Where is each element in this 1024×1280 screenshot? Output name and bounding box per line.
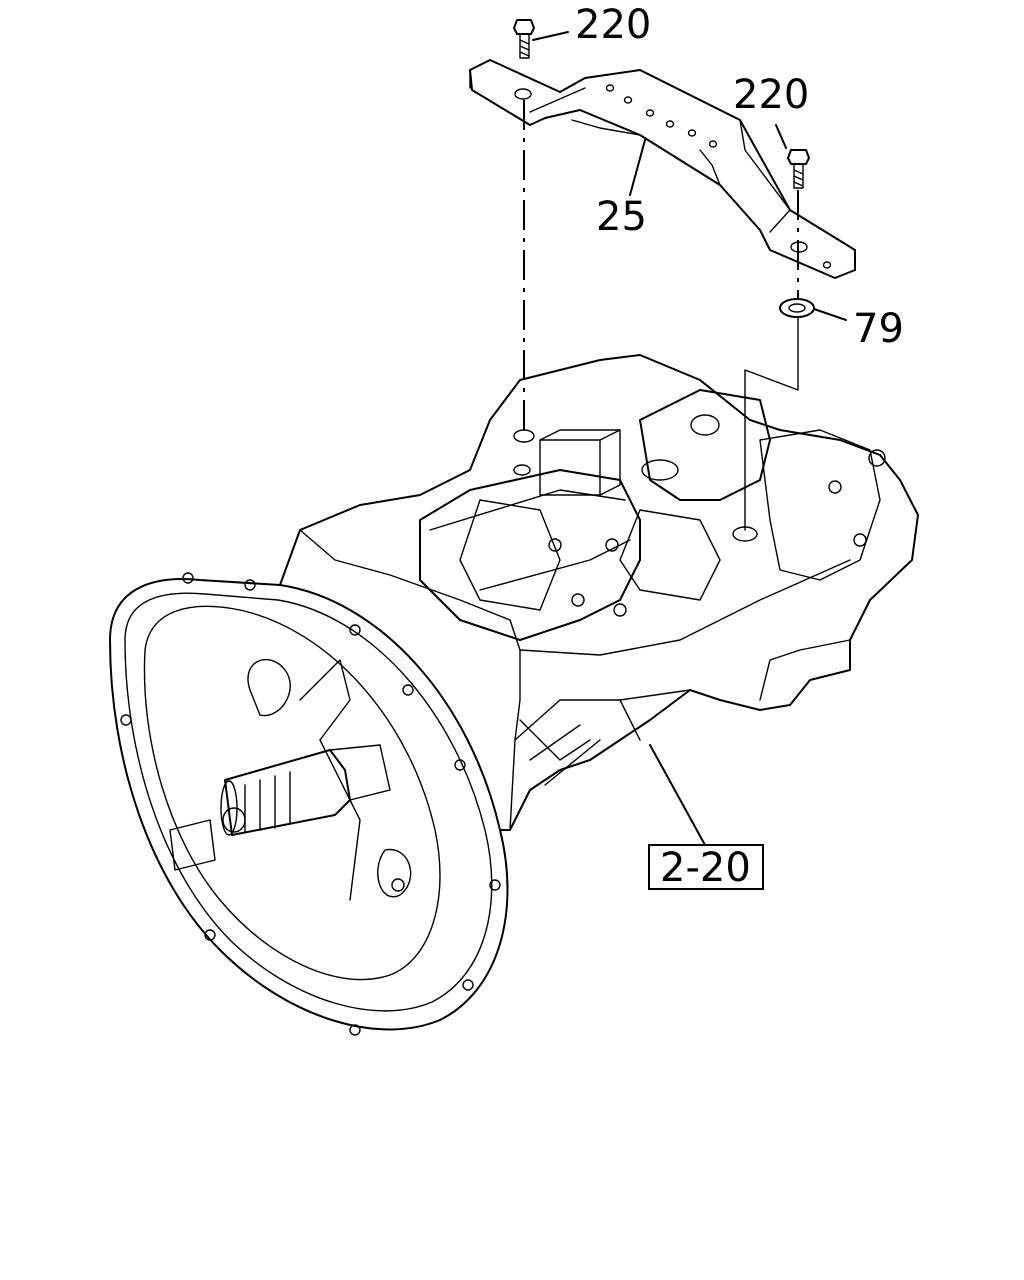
- callout-220-right: 220: [733, 72, 809, 118]
- bolt-right: [787, 149, 810, 189]
- bolt-left: [513, 19, 535, 59]
- callout-220-left: 220: [575, 2, 651, 48]
- leader-lines: [532, 31, 847, 321]
- callout-25: 25: [596, 194, 647, 240]
- callout-79: 79: [853, 306, 904, 352]
- washer-part: [779, 298, 815, 318]
- assembly-ref-box: 2-20: [648, 844, 764, 891]
- callout-2-20: 2-20: [660, 845, 751, 891]
- transmission-assembly: [109, 354, 919, 1036]
- alignment-lines: [523, 100, 799, 531]
